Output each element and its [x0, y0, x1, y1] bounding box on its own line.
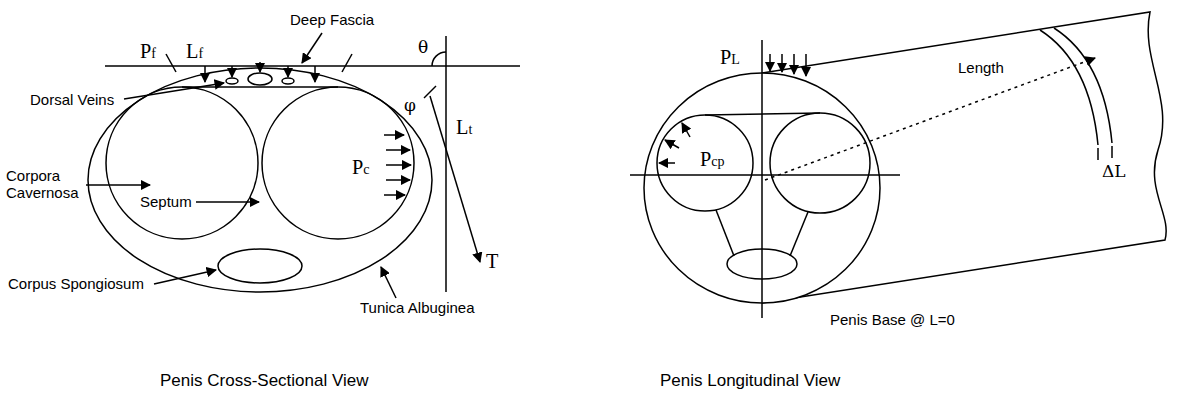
reference-line — [445, 36, 447, 292]
corpus-cavernosum — [262, 87, 414, 239]
part-label: Septum — [140, 194, 192, 211]
length-tick — [342, 54, 352, 72]
part-label: Deep Fascia — [290, 12, 374, 29]
dimension-label: ΔL — [1102, 162, 1126, 181]
symbol-label: Lf — [186, 40, 203, 62]
axis-line — [630, 174, 900, 176]
symbol-label: T — [486, 250, 498, 272]
symbol-label: Pf — [140, 40, 156, 62]
tunica-outline — [88, 68, 432, 292]
length-band — [1040, 30, 1098, 145]
corpus-cavernosum — [106, 87, 258, 239]
view-caption: Penis Longitudinal View — [660, 372, 840, 391]
symbol-label: Pc — [352, 156, 370, 178]
axis-line — [761, 40, 763, 318]
band-tick — [1111, 146, 1113, 158]
leader-lines — [86, 33, 396, 298]
length-tick — [166, 54, 176, 72]
corpus-cavernosum — [770, 113, 870, 213]
pressure-arrows — [659, 54, 806, 163]
angle-label: φ — [404, 96, 416, 115]
part-label: Tunica Albuginea — [360, 300, 475, 317]
corpus-cavernosum — [657, 115, 753, 211]
dorsal-vein — [226, 78, 238, 84]
view-caption: Penis Base @ L=0 — [830, 312, 955, 329]
septum-line — [716, 210, 734, 256]
symbol-label: Lt — [456, 116, 472, 138]
dimension-label: Length — [958, 60, 1004, 77]
tension-arrow — [430, 96, 480, 262]
band-tick — [1097, 148, 1099, 160]
part-label: Dorsal Veins — [30, 92, 114, 109]
symbol-label: Pcp — [700, 148, 725, 170]
angle-arc — [432, 52, 446, 66]
length-axis — [765, 58, 1095, 180]
view-caption: Penis Cross-Sectional View — [160, 372, 369, 391]
symbol-label: PL — [720, 46, 740, 68]
length-band — [1054, 28, 1112, 143]
tangent-line — [105, 65, 520, 67]
septum-line — [790, 212, 808, 256]
pressure-arrows — [205, 62, 411, 195]
part-label: Corpora Cavernosa — [6, 168, 86, 201]
part-label: Corpus Spongiosum — [8, 276, 144, 293]
angle-label: θ — [418, 38, 428, 57]
dorsal-vein — [282, 78, 294, 84]
dorsal-vein — [248, 73, 272, 85]
corpus-spongiosum — [218, 249, 302, 283]
